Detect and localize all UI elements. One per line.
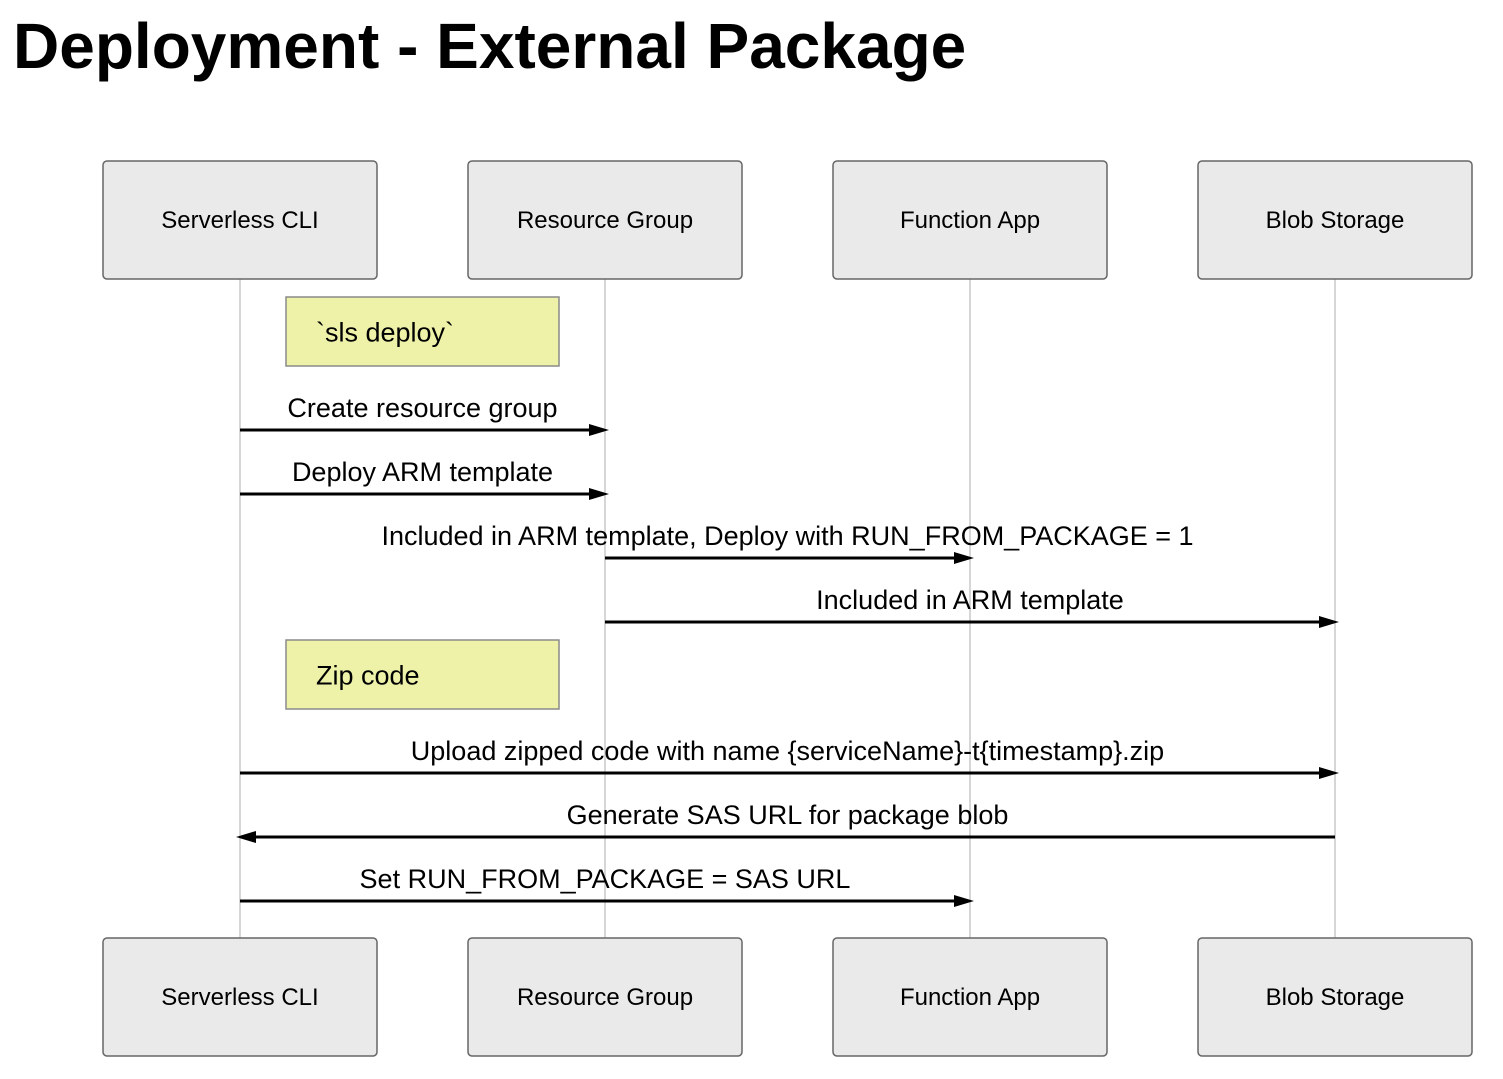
actor-box (1197, 160, 1473, 280)
actor-box (467, 160, 743, 280)
note: `sls deploy` (285, 296, 560, 367)
actor-box (467, 937, 743, 1057)
actors-top: Serverless CLI Resource Group Function App… (102, 160, 1473, 280)
actor-bottom-func: Function App (832, 937, 1108, 1057)
message: Upload zipped code with name {serviceNam… (240, 736, 1339, 779)
page-title: Deployment - External Package (13, 10, 967, 82)
actor-top-rg: Resource Group (467, 160, 743, 280)
actors-bottom: Serverless CLI Resource Group Function App… (102, 937, 1473, 1057)
actor-label: Function App (900, 207, 1040, 234)
message: Generate SAS URL for package blob (236, 800, 1335, 843)
message-label: Deploy ARM template (292, 457, 553, 487)
message-label: Set RUN_FROM_PACKAGE = SAS URL (360, 864, 851, 894)
note-label: Zip code (316, 661, 420, 691)
actor-label: Function App (900, 984, 1040, 1011)
lifelines (239, 279, 1336, 938)
arrowhead-icon (1319, 616, 1339, 628)
note: Zip code (285, 639, 560, 710)
message: Included in ARM template (605, 585, 1339, 628)
actor-bottom-rg: Resource Group (467, 937, 743, 1057)
message-label: Included in ARM template, Deploy with RU… (381, 521, 1193, 551)
message: Included in ARM template, Deploy with RU… (381, 521, 1194, 564)
actor-box (102, 160, 378, 280)
actor-top-cli: Serverless CLI (102, 160, 378, 280)
note-box (285, 639, 560, 710)
actor-bottom-cli: Serverless CLI (102, 937, 378, 1057)
message-label: Create resource group (287, 393, 557, 423)
arrowhead-icon (589, 424, 609, 436)
message-label: Generate SAS URL for package blob (567, 800, 1009, 830)
note-box (285, 296, 560, 367)
arrowhead-icon (236, 831, 256, 843)
sequence-steps: `sls deploy` Create resource groupDeploy … (236, 296, 1339, 907)
actor-box (832, 937, 1108, 1057)
actor-label: Serverless CLI (161, 207, 318, 234)
actor-box (102, 937, 378, 1057)
message: Create resource group (240, 393, 609, 436)
actor-label: Resource Group (517, 207, 693, 234)
actor-box (832, 160, 1108, 280)
note-label: `sls deploy` (316, 318, 454, 348)
actor-label: Resource Group (517, 984, 693, 1011)
message: Deploy ARM template (240, 457, 609, 500)
actor-bottom-blob: Blob Storage (1197, 937, 1473, 1057)
arrowhead-icon (954, 552, 974, 564)
message-label: Upload zipped code with name {serviceNam… (411, 736, 1164, 766)
actor-label: Serverless CLI (161, 984, 318, 1011)
message-label: Included in ARM template (816, 585, 1124, 615)
arrowhead-icon (589, 488, 609, 500)
actor-label: Blob Storage (1266, 207, 1405, 234)
actor-top-func: Function App (832, 160, 1108, 280)
message: Set RUN_FROM_PACKAGE = SAS URL (240, 864, 974, 907)
arrowhead-icon (1319, 767, 1339, 779)
actor-box (1197, 937, 1473, 1057)
arrowhead-icon (954, 895, 974, 907)
actor-top-blob: Blob Storage (1197, 160, 1473, 280)
actor-label: Blob Storage (1266, 984, 1405, 1011)
